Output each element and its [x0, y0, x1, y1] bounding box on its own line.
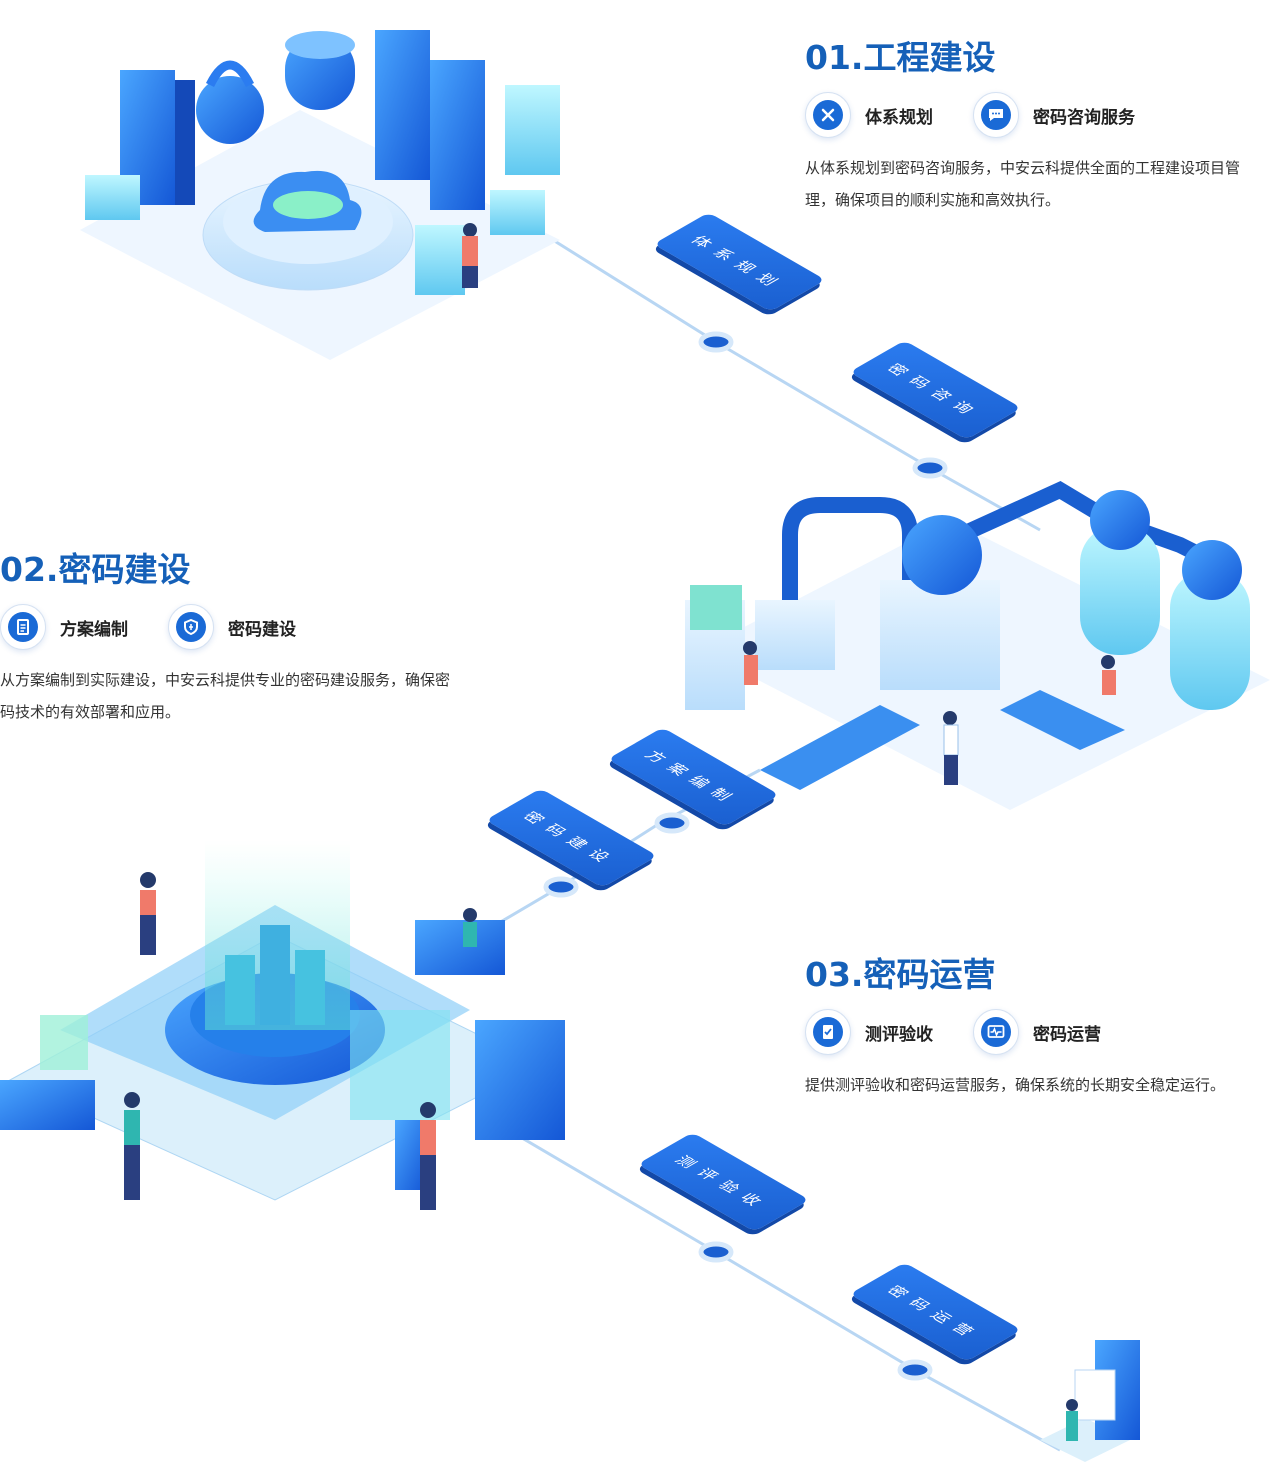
- checklist-icon: [805, 1009, 851, 1055]
- feature-crypto-operation: 密码运营: [973, 1009, 1101, 1055]
- section-title: 03.密码运营: [805, 955, 996, 994]
- feature-label: 密码建设: [228, 619, 296, 640]
- chat-icon: [973, 92, 1019, 138]
- path-nodes: [543, 331, 948, 1381]
- section-title: 02.密码建设: [0, 550, 191, 589]
- feature-row: 体系规划 密码咨询服务: [805, 92, 1265, 138]
- document-icon: [0, 604, 46, 650]
- section-engineering: 01.工程建设 体系规划 密码咨询服务 从体系规划到密码咨询服务，中安云科提供全…: [805, 38, 1265, 216]
- feature-row: 测评验收 密码运营: [805, 1009, 1265, 1055]
- scene-datacenter: [80, 30, 560, 360]
- feature-label: 密码运营: [1033, 1024, 1101, 1045]
- section-title: 01.工程建设: [805, 38, 996, 77]
- feature-label: 密码咨询服务: [1033, 107, 1135, 128]
- feature-label: 体系规划: [865, 107, 933, 128]
- feature-label: 测评验收: [865, 1024, 933, 1045]
- feature-crypto-building: 密码建设: [168, 604, 296, 650]
- feature-acceptance-testing: 测评验收: [805, 1009, 933, 1055]
- feature-label: 方案编制: [60, 619, 128, 640]
- pulse-monitor-icon: [973, 1009, 1019, 1055]
- feature-crypto-consulting: 密码咨询服务: [973, 92, 1135, 138]
- tools-icon: [805, 92, 851, 138]
- section-description: 从体系规划到密码咨询服务，中安云科提供全面的工程建设项目管理，确保项目的顺利实施…: [805, 159, 1241, 209]
- scene-server-endpoint: [1040, 1340, 1140, 1462]
- section-description: 从方案编制到实际建设，中安云科提供专业的密码建设服务，确保密码技术的有效部署和应…: [0, 671, 451, 721]
- section-description: 提供测评验收和密码运营服务，确保系统的长期安全稳定运行。: [805, 1076, 1226, 1094]
- feature-row: 方案编制 密码建设: [0, 604, 460, 650]
- section-crypto-operations: 03.密码运营 测评验收 密码运营 提供测评验收和密码运营服务，确保系统的长期安…: [805, 955, 1265, 1101]
- feature-plan-drafting: 方案编制: [0, 604, 128, 650]
- section-crypto-construction: 02.密码建设 方案编制 密码建设 从方案编制到实际建设，中安云科提供专业的密码…: [0, 550, 460, 728]
- scene-factory: [685, 480, 1270, 810]
- scene-operations: [0, 840, 565, 1210]
- key-shield-icon: [168, 604, 214, 650]
- feature-system-planning: 体系规划: [805, 92, 933, 138]
